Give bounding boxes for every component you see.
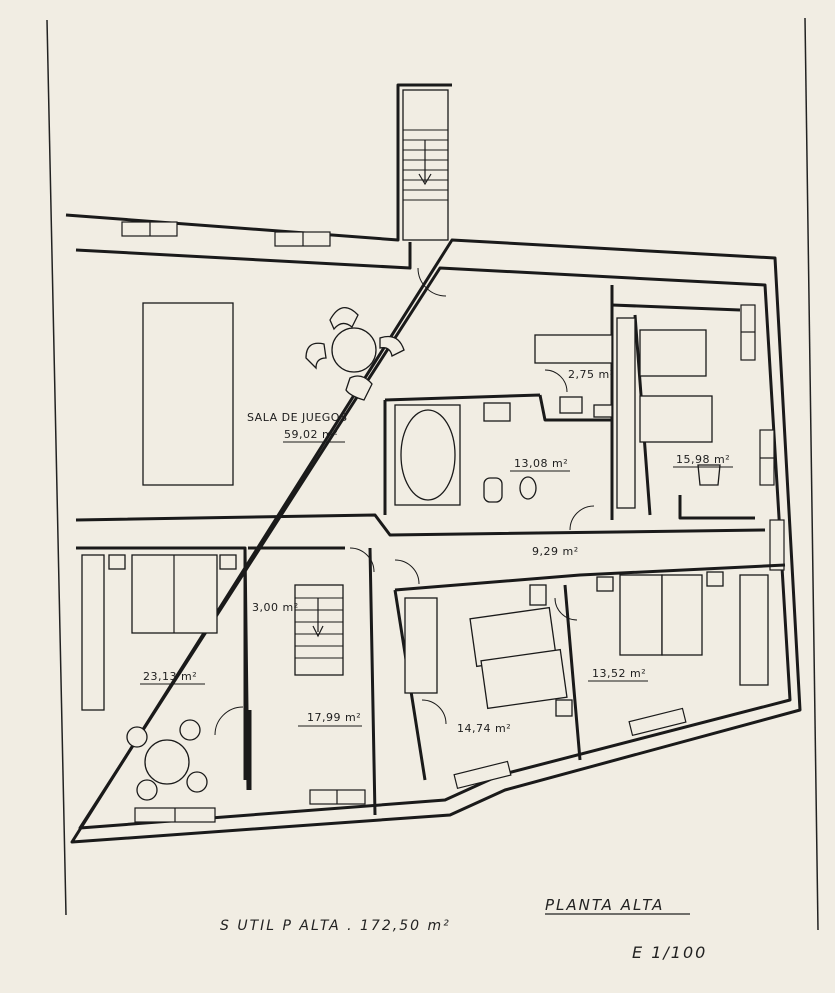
room-area-dorm-ne: 15,98 m²: [676, 453, 730, 466]
bed-southwest: [81, 554, 237, 711]
beds-northeast: [616, 317, 721, 509]
south-staircase: [294, 584, 344, 676]
area-underlines: [140, 441, 733, 727]
outer-wall: [65, 83, 802, 844]
plan-title: PLANTA ALTA: [545, 896, 664, 914]
room-area-hall: 17,99 m²: [307, 711, 361, 724]
dining-set-sala: [305, 307, 405, 401]
sheet-border-right: [804, 17, 819, 931]
room-area-pasillo: 9,29 m²: [532, 545, 579, 558]
total-usable-area: S UTIL P ALTA . 172,50 m²: [220, 918, 451, 934]
game-table: [142, 302, 234, 486]
beds-southeast: [596, 571, 769, 686]
door-swings: [214, 267, 595, 736]
room-label-sala: SALA DE JUEGOS 59,02 m²: [247, 411, 347, 441]
room-area-bano: 13,08 m²: [514, 457, 568, 470]
room-area-aseo: 3,00 m²: [252, 601, 299, 614]
room-area-wc: 2,75 m²: [568, 368, 615, 381]
north-windows: [121, 221, 785, 823]
bathroom-fixtures: [394, 334, 613, 506]
beds-south: [404, 584, 573, 717]
room-area-dorm-s: 14,74 m²: [457, 722, 511, 735]
room-name-sala: SALA DE JUEGOS: [247, 411, 347, 424]
plan-scale: E 1/100: [632, 943, 707, 962]
room-area-dorm-se: 13,52 m²: [592, 667, 646, 680]
room-area-sala: 59,02 m²: [284, 428, 338, 441]
room-area-dorm-sw: 23,13 m²: [143, 670, 197, 683]
sheet-border-left: [46, 19, 67, 916]
north-staircase: [402, 89, 449, 241]
dining-set-southwest: [126, 719, 208, 801]
interior-walls: [75, 285, 786, 816]
